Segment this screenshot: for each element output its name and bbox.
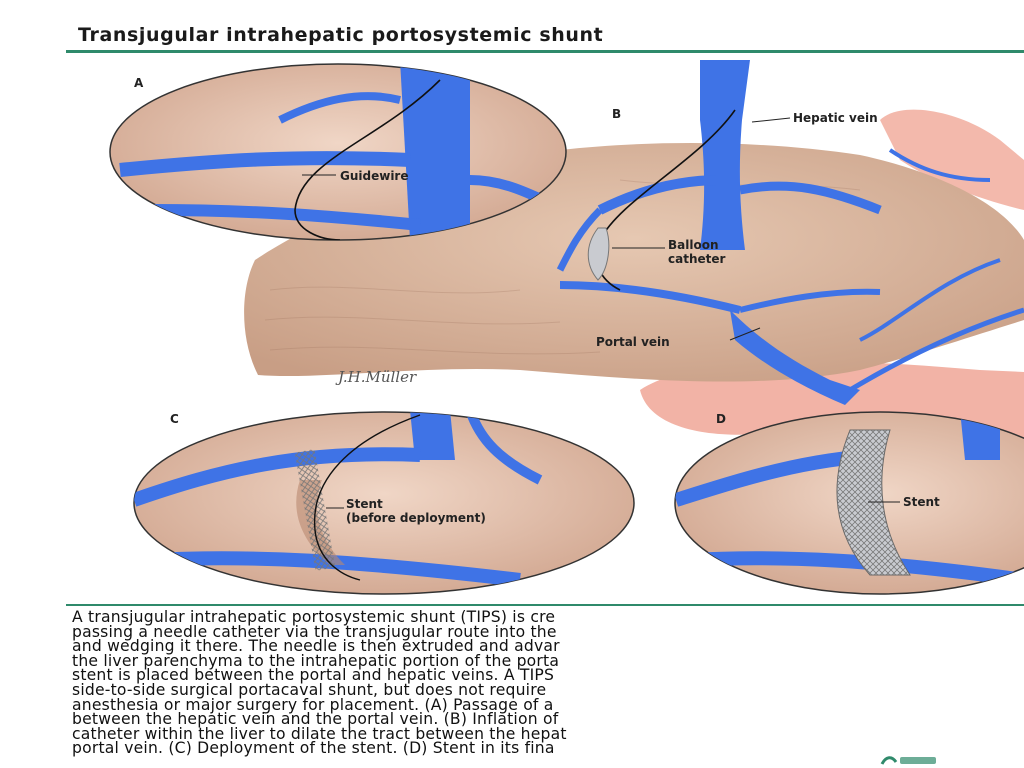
title-divider	[66, 50, 1024, 53]
panel-a-letter: A	[134, 76, 144, 90]
panel-d-letter: D	[716, 412, 726, 426]
caption-line: and wedging it there. The needle is then…	[72, 637, 560, 656]
caption-line: anesthesia or major surgery for placemen…	[72, 695, 554, 714]
portal-vein-label: Portal vein	[596, 335, 670, 349]
stent-deployed-label: Stent	[903, 495, 940, 509]
portal-vein	[730, 310, 860, 405]
balloon-label-line1: Balloon	[668, 238, 719, 252]
panel-d	[674, 411, 1024, 595]
uptodate-logo-icon	[880, 756, 936, 765]
page-title: Transjugular intrahepatic portosystemic …	[78, 24, 604, 46]
panel-c-letter: C	[170, 412, 179, 426]
caption-line: passing a needle catheter via the transj…	[72, 622, 557, 641]
artist-signature: J.H.Müller	[335, 368, 417, 386]
figure-caption: A transjugular intrahepatic portosystemi…	[72, 610, 1024, 760]
panel-a	[109, 63, 567, 241]
caption-line: side-to-side surgical portacaval shunt, …	[72, 680, 547, 699]
caption-line: portal vein. (C) Deployment of the stent…	[72, 739, 555, 758]
balloon-label-line2: catheter	[668, 252, 726, 266]
caption-line: catheter within the liver to dilate the …	[72, 724, 567, 743]
guidewire-label: Guidewire	[340, 169, 409, 183]
stent-before-label-line1: Stent	[346, 497, 383, 511]
panel-b-letter: B	[612, 107, 621, 121]
panel-c	[133, 411, 635, 595]
caption-line: stent is placed between the portal and h…	[72, 666, 555, 685]
stent-before-label-line2: (before deployment)	[346, 511, 486, 525]
hepatic-vein-label: Hepatic vein	[793, 111, 878, 125]
tips-illustration: B Hepatic vein Balloon catheter Portal v…	[109, 60, 1024, 595]
caption-divider	[66, 604, 1024, 606]
caption-line: A transjugular intrahepatic portosystemi…	[72, 610, 556, 626]
caption-line: the liver parenchyma to the intrahepatic…	[72, 651, 560, 670]
balloon-catheter	[587, 227, 610, 281]
caption-line: between the hepatic vein and the portal …	[72, 710, 559, 729]
hepatic-vein	[700, 60, 750, 250]
